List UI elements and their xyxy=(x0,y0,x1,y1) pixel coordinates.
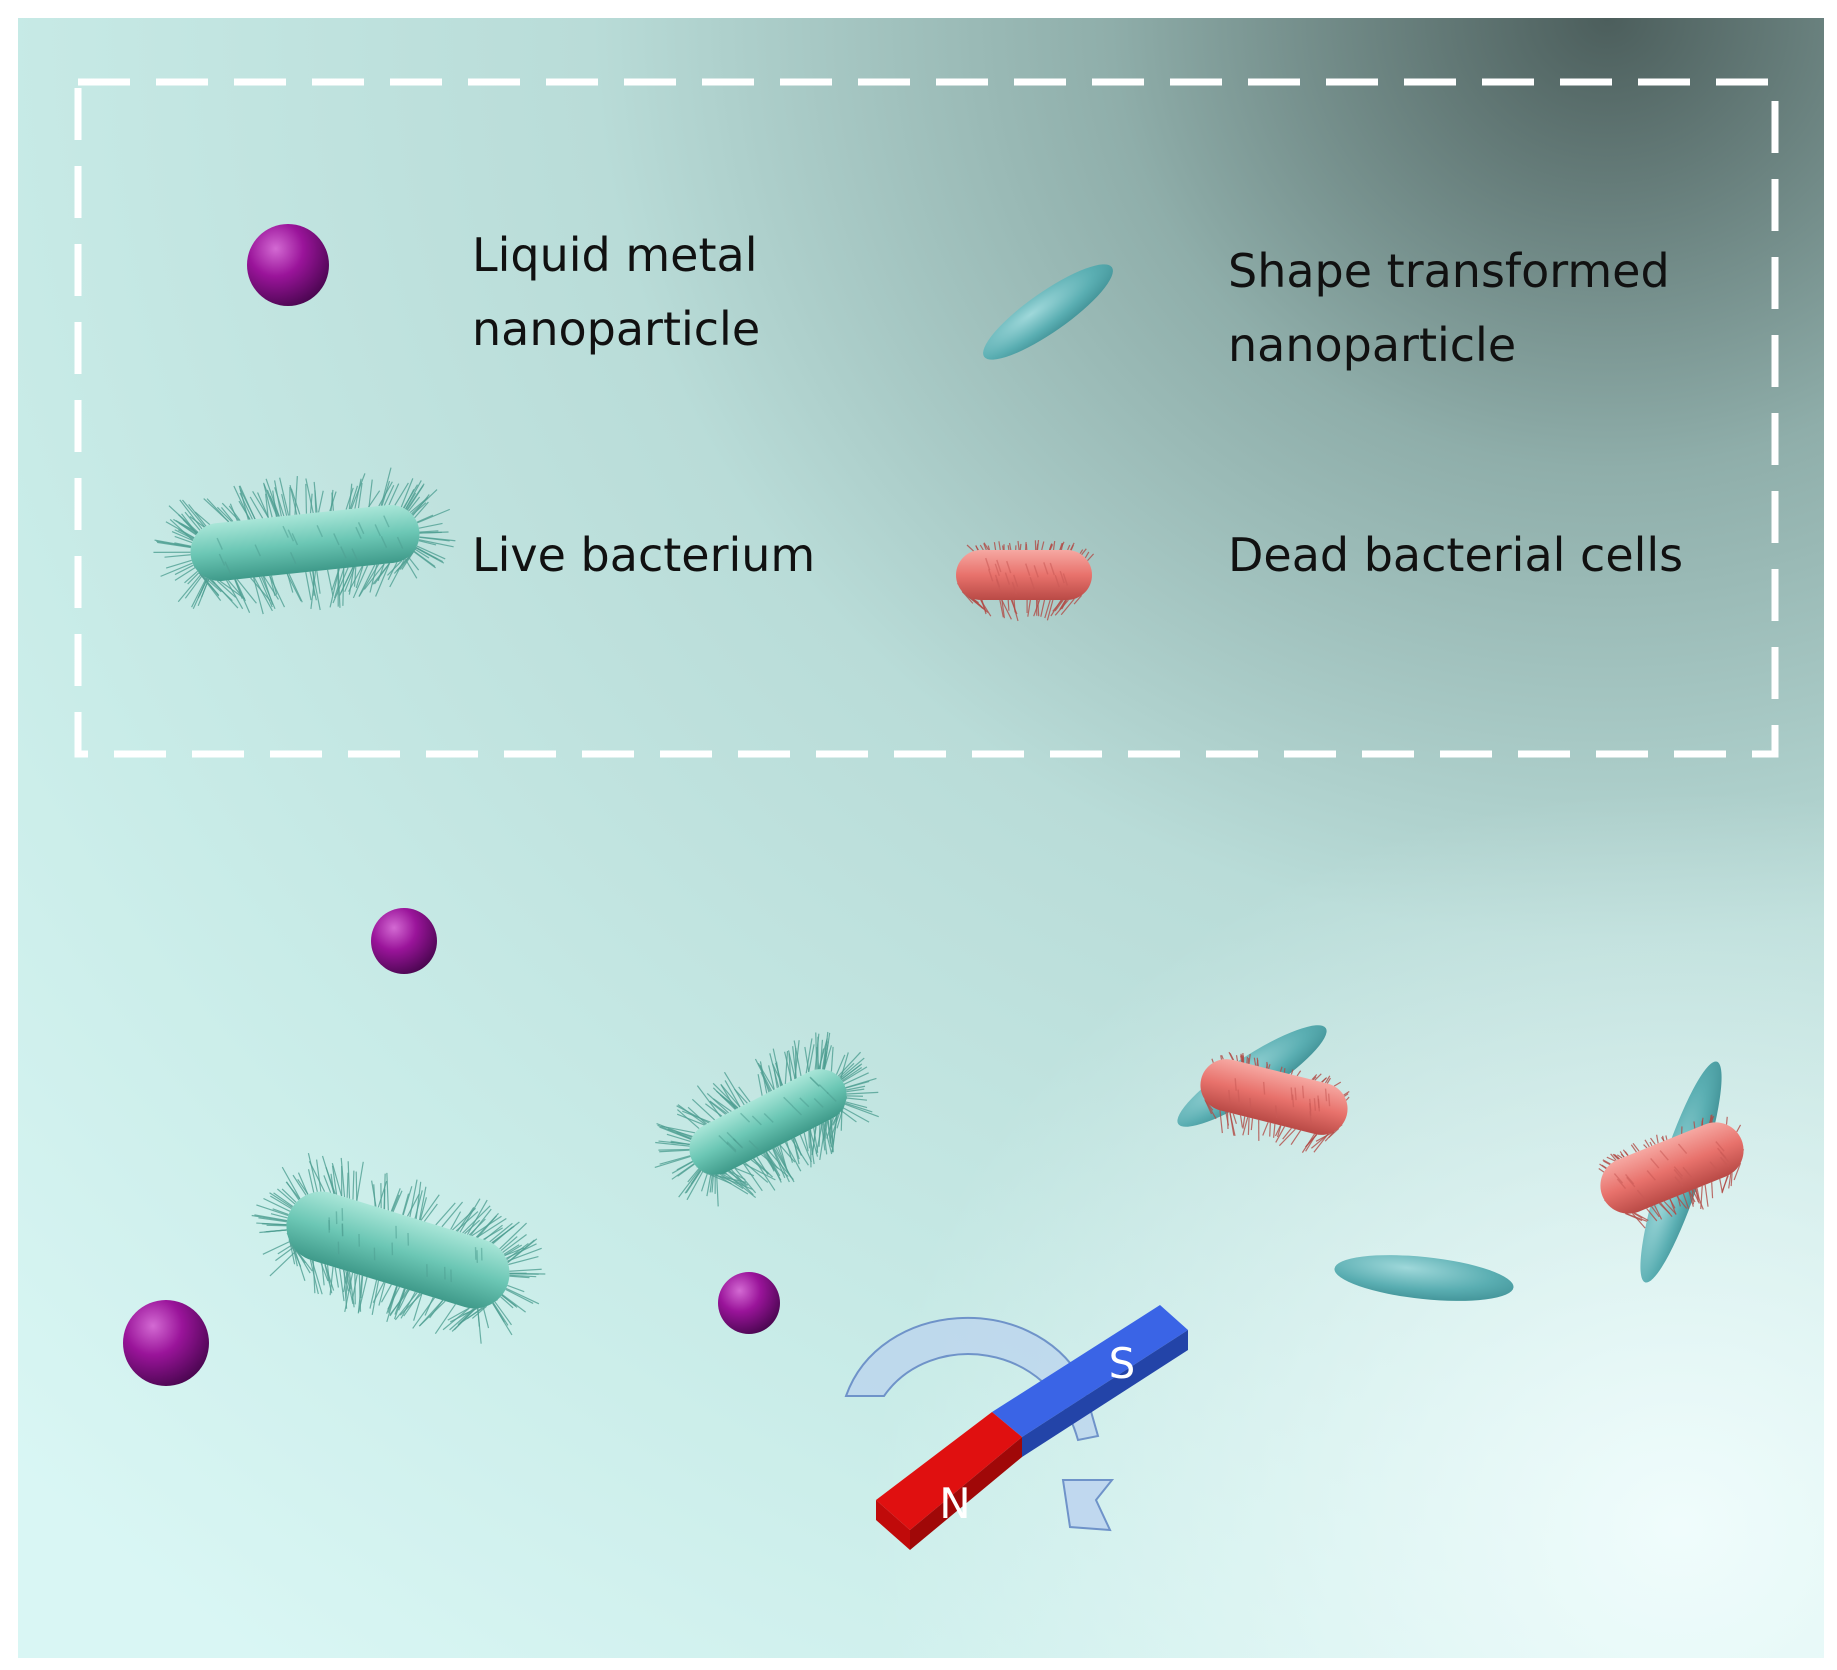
bar-magnet: S N xyxy=(876,1305,1188,1550)
rotation-arrowhead-icon xyxy=(1061,1479,1115,1532)
rotation-arrow xyxy=(844,1316,1100,1442)
liquid-metal-nanoparticle xyxy=(371,908,437,974)
legend-shape-transformed-icon xyxy=(983,264,1113,360)
legend-label-live-bacterium: Live bacterium xyxy=(472,518,815,592)
legend-label-line: nanoparticle xyxy=(1228,318,1517,372)
live-bacterium xyxy=(251,1152,546,1344)
shape-transformed-nanoparticle xyxy=(1334,1255,1514,1301)
legend-label-shape-transformed: Shape transformed nanoparticle xyxy=(1228,234,1670,382)
legend-label-line: Shape transformed xyxy=(1228,244,1670,298)
legend-label-line: Dead bacterial cells xyxy=(1228,528,1684,582)
legend-label-liquid-metal: Liquid metal nanoparticle xyxy=(472,218,760,366)
magnet-north-label: N xyxy=(939,1479,970,1528)
liquid-metal-nanoparticle xyxy=(123,1300,209,1386)
legend-label-line: Liquid metal xyxy=(472,228,758,282)
dead-bacterial-cell xyxy=(1598,1114,1745,1229)
live-bacterium xyxy=(654,1031,879,1207)
legend-box xyxy=(74,78,1779,758)
liquid-metal-nanoparticle xyxy=(718,1272,780,1334)
legend-liquid-metal-icon xyxy=(247,224,329,306)
dead-bacterial-cell xyxy=(1200,1051,1350,1153)
legend-label-dead-cells: Dead bacterial cells xyxy=(1228,518,1683,592)
legend-live-bacterium-icon xyxy=(153,467,456,615)
legend-label-line: nanoparticle xyxy=(472,302,761,356)
legend-label-line: Live bacterium xyxy=(472,528,816,582)
legend-dead-cell-icon xyxy=(956,540,1095,622)
magnet-south-label: S xyxy=(1109,1339,1136,1388)
